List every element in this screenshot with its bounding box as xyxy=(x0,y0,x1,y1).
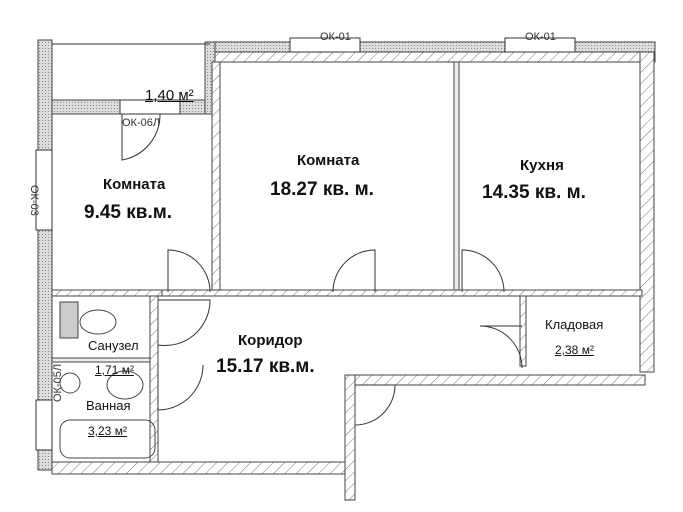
window-ok01-b xyxy=(504,37,576,53)
window-label-ok01-b: ОК-01 xyxy=(525,31,556,43)
window-label-ok05l: ОК-05Л xyxy=(52,363,64,402)
window-ok05l xyxy=(35,399,53,451)
door-storage xyxy=(479,325,523,369)
door-bathroom xyxy=(157,364,204,411)
room1-area: 9.45 кв.м. xyxy=(84,202,173,223)
door-entrance xyxy=(354,384,396,426)
window-label-ok06l: ОК-06Л xyxy=(122,117,161,129)
sink xyxy=(106,370,144,400)
room2-area: 18.27 кв. м. xyxy=(270,179,374,200)
bathroom-name: Ванная xyxy=(86,398,131,413)
window-label-ok01-a: ОК-01 xyxy=(320,31,351,43)
doors xyxy=(121,113,523,426)
kitchen-name: Кухня xyxy=(520,157,564,174)
corridor-area: 15.17 кв.м. xyxy=(216,356,315,377)
toilet-area: 1,71 м² xyxy=(95,363,134,377)
washing-machine xyxy=(59,372,81,394)
windows xyxy=(35,37,576,451)
window-label-ok03: ОК-03 xyxy=(28,185,40,216)
door-room2 xyxy=(332,249,376,293)
corridor-name: Коридор xyxy=(238,332,303,349)
door-toilet xyxy=(157,299,211,347)
storage-area: 2,38 м² xyxy=(555,343,594,357)
room2-name: Комната xyxy=(297,152,360,169)
balcony-area: 1,40 м² xyxy=(145,87,194,104)
door-room1 xyxy=(167,249,211,293)
fixtures xyxy=(59,301,156,459)
toilet-bowl xyxy=(79,309,117,335)
window-ok03 xyxy=(35,149,53,231)
storage-name: Кладовая xyxy=(545,317,604,332)
window-ok06l xyxy=(119,99,181,115)
toilet-name: Санузел xyxy=(88,338,139,353)
bathtub xyxy=(59,419,156,459)
room1-name: Комната xyxy=(103,176,166,193)
kitchen-area: 14.35 кв. м. xyxy=(482,182,586,203)
window-ok01-a xyxy=(289,37,361,53)
toilet-cistern xyxy=(59,301,79,339)
door-balcony xyxy=(121,113,161,161)
bathroom-area: 3,23 м² xyxy=(88,424,127,438)
door-kitchen xyxy=(461,249,505,293)
